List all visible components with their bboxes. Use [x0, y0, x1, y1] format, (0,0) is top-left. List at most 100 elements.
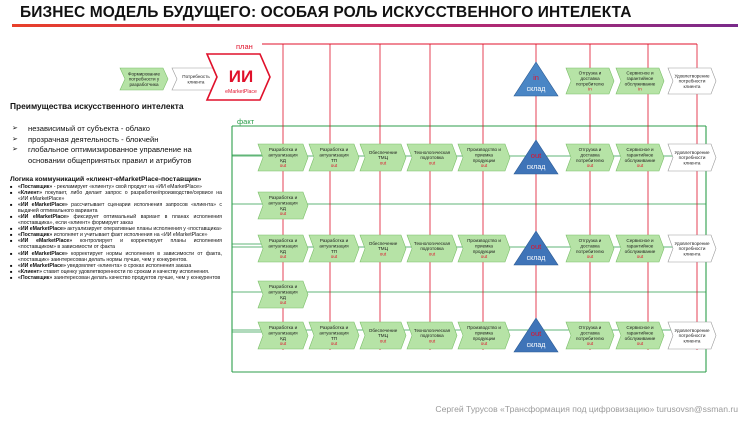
row5-dev-kd-tag: out	[280, 341, 287, 346]
row1-prod-tag: out	[481, 163, 488, 168]
logic-item: «ИИ eMarketPlace» актуализирует оператив…	[10, 226, 222, 232]
row1-service-tag: out	[637, 163, 644, 168]
page-title: БИЗНЕС МОДЕЛЬ БУДУЩЕГО: ОСОБАЯ РОЛЬ ИСКУ…	[20, 4, 632, 21]
logic-item: «ИИ eMarketPlace» уведомляет «клиента» о…	[10, 263, 222, 269]
logic-item-text: покупает, либо делает запрос о разработк…	[18, 190, 222, 203]
logic-item: «ИИ eMarketPlace» контролирует и коррект…	[10, 238, 222, 250]
logic-item: «ИИ eMarketPlace» рассчитывает сценарии …	[10, 202, 222, 214]
logic-item: «Клиент» ставит оценку удовлетворенности…	[10, 269, 222, 275]
ai-block-subtitle: eMarketPlace	[225, 89, 257, 95]
row1-tech-tag: out	[429, 160, 436, 165]
logic-item: «Клиент» покупает, либо делает запрос о …	[10, 190, 222, 202]
row1-warehouse-shape	[513, 139, 559, 175]
warehouse-in-shape	[513, 61, 559, 97]
formation-box-shape	[119, 67, 169, 91]
row5-ship-shape	[565, 321, 615, 350]
row1-service-shape	[615, 143, 665, 172]
advantages-list: независимый от субъекта - облако прозрач…	[12, 124, 227, 166]
row4-dev-kd-tag: out	[280, 300, 287, 305]
row3-prod-shape	[457, 234, 511, 263]
row5-tmc-shape	[359, 321, 407, 350]
logic-item-text: актуализирует оперативные планы исполнен…	[65, 226, 222, 233]
logic-item-actor: «Поставщик»	[18, 232, 53, 239]
logic-item-text: исполняет и учитывает факт исполнения на…	[52, 232, 208, 239]
row1-dev-tp-shape	[308, 143, 360, 172]
warehouse-in-label: склад	[527, 86, 546, 93]
row5-ship-tag: out	[587, 341, 594, 346]
row3-warehouse-tag: out	[531, 242, 542, 251]
row3-warehouse: out склад	[513, 230, 559, 266]
warehouse-in-tag: in	[533, 73, 539, 82]
row5-prod-shape	[457, 321, 511, 350]
ai-block-shape	[205, 53, 271, 101]
advantage-item: глобальное оптимизированное управление н…	[12, 145, 227, 166]
footer-credit: Сергей Турусов «Трансформация под цифров…	[435, 404, 738, 414]
ship-box-shape	[565, 67, 615, 95]
service-box-shape	[615, 67, 665, 95]
logic-item: «Поставщик» заинтересован делать качеств…	[10, 275, 222, 281]
logic-item-text: корректирует нормы исполнения в зависимо…	[18, 250, 222, 263]
row3-tmc-shape	[359, 234, 407, 263]
logic-item: «Поставщик» - рекламирует «клиенту» свой…	[10, 184, 222, 190]
row3-ship-tag: out	[587, 254, 594, 259]
logic-item: «Поставщик» исполняет и учитывает факт и…	[10, 232, 222, 238]
logic-item-text: заинтересован делать качество продуктов …	[52, 274, 221, 281]
advantages-heading: Преимущества искусственного интелекта	[10, 101, 184, 111]
row3-service-shape	[615, 234, 665, 263]
row3-satisfy-shape	[667, 234, 717, 263]
service-box-tag: in	[638, 87, 642, 92]
row5-service-tag: out	[637, 341, 644, 346]
logic-item-actor: «Клиент»	[18, 268, 42, 275]
row3-dev-tp-tag: out	[331, 254, 338, 259]
row3-service-tag: out	[637, 254, 644, 259]
advantage-item: прозрачная деятельность - блокчейн	[12, 135, 227, 146]
row5-tmc-tag: out	[380, 338, 387, 343]
row3-tech-shape	[406, 234, 458, 263]
row2-dev-kd-shape	[257, 191, 309, 220]
row5-warehouse-tag: out	[531, 329, 542, 338]
logic-item-actor: «ИИ eMarketPlace»	[18, 250, 68, 257]
title-underline	[12, 24, 738, 27]
row3-warehouse-label: склад	[527, 255, 546, 262]
row1-ship-shape	[565, 143, 615, 172]
logic-item-text: - рекламирует «клиенту» свой продукт на …	[52, 184, 202, 190]
logic-item: «ИИ eMarketPlace» корректирует нормы исп…	[10, 251, 222, 263]
